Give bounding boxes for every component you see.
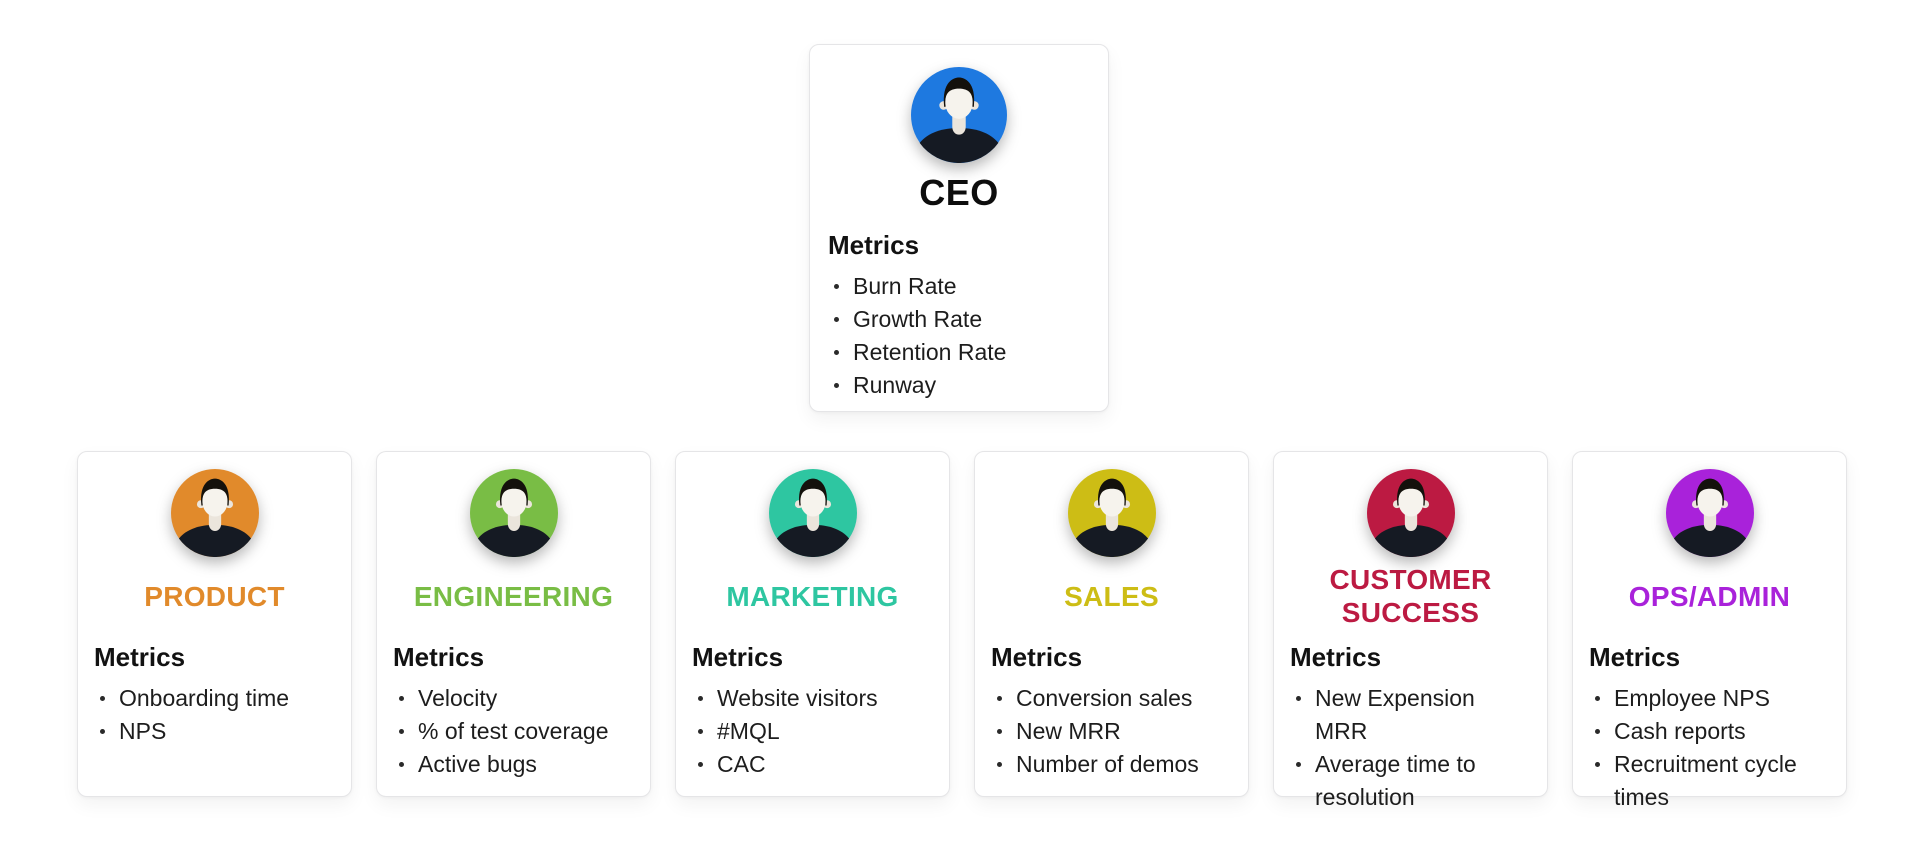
metric-item: New Expension MRR [1290, 682, 1531, 748]
department-title-wrap: CUSTOMER SUCCESS [1274, 563, 1547, 629]
metrics-heading: Metrics [1589, 642, 1681, 672]
metrics-heading: Metrics [1290, 642, 1382, 672]
department-card: CUSTOMER SUCCESS Metrics New Expension M… [1273, 451, 1548, 810]
person-avatar-icon [469, 469, 558, 557]
ceo-title: CEO [919, 172, 999, 213]
metric-item: NPS [94, 715, 335, 748]
metric-item: Burn Rate [828, 270, 1090, 303]
metric-item: #MQL [692, 715, 933, 748]
department-title: ENGINEERING [413, 580, 614, 612]
metric-item: Cash reports [1589, 715, 1830, 748]
person-avatar-icon [170, 469, 259, 557]
ceo-title-wrap: CEO [909, 171, 1009, 215]
metric-item: Employee NPS [1589, 682, 1830, 715]
person-avatar-icon [1366, 469, 1455, 557]
metric-item: Velocity [393, 682, 634, 715]
person-avatar-icon [1665, 469, 1754, 557]
metrics-heading: Metrics [692, 642, 784, 672]
metric-item: CAC [692, 748, 933, 781]
metric-item: Conversion sales [991, 682, 1232, 715]
metrics-heading: Metrics [828, 230, 920, 260]
metrics-heading: Metrics [94, 642, 186, 672]
metric-item: New MRR [991, 715, 1232, 748]
department-card: ENGINEERING Metrics Velocity% of test co… [376, 451, 651, 797]
metrics-heading: Metrics [991, 642, 1083, 672]
department-title-wrap: MARKETING [716, 563, 908, 629]
metric-item: Retention Rate [828, 336, 1090, 369]
metric-item: Website visitors [692, 682, 933, 715]
metric-item: Recruitment cycle times [1589, 748, 1830, 814]
department-title: MARKETING [726, 580, 899, 612]
department-title: OPS/ADMIN [1628, 580, 1791, 612]
department-title-wrap: ENGINEERING [404, 563, 623, 629]
department-title: PRODUCT [144, 580, 285, 612]
person-avatar-icon [1067, 469, 1156, 557]
metric-item: Number of demos [991, 748, 1232, 781]
metric-item: % of test coverage [393, 715, 634, 748]
department-title: SALES [1064, 580, 1159, 612]
metric-item: Active bugs [393, 748, 634, 781]
metric-item: Average time to resolution [1290, 748, 1531, 814]
metric-item: Onboarding time [94, 682, 335, 715]
person-avatar-icon [768, 469, 857, 557]
department-title: CUSTOMER SUCCESS [1329, 564, 1492, 628]
person-avatar-icon [911, 67, 1007, 163]
department-title-wrap: OPS/ADMIN [1619, 563, 1800, 629]
department-title-wrap: PRODUCT [134, 563, 295, 629]
metric-item: Growth Rate [828, 303, 1090, 336]
metrics-heading: Metrics [393, 642, 485, 672]
department-title-wrap: SALES [1054, 563, 1169, 629]
metric-item: Runway [828, 369, 1090, 402]
